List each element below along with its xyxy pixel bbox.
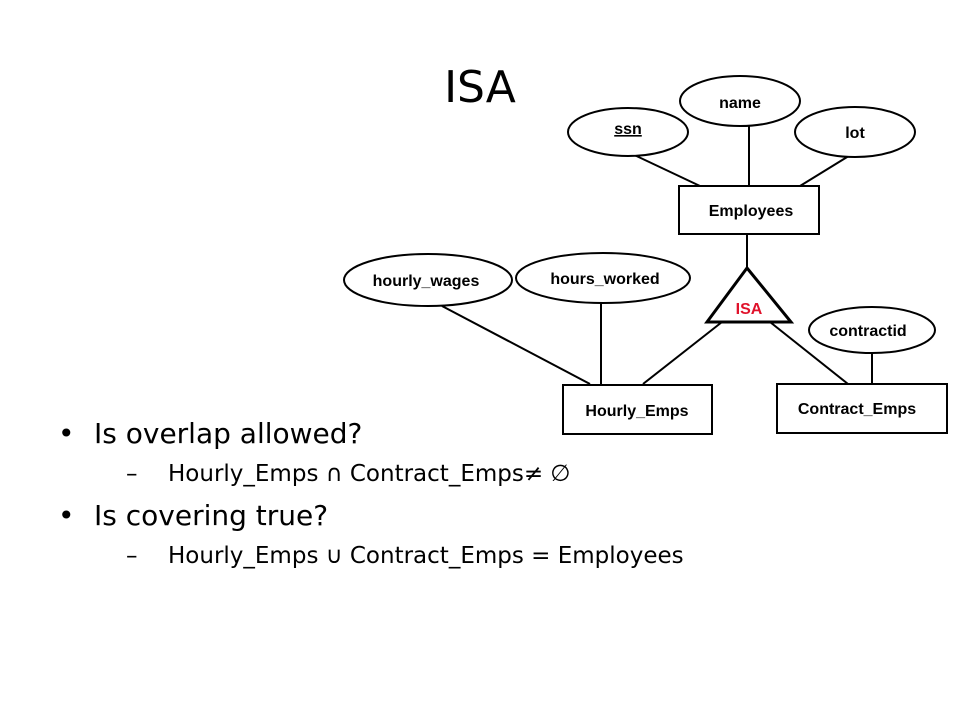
bullet-overlap: Is overlap allowed? (58, 412, 684, 456)
sub-bullet-covering-text: Hourly_Emps ∪ Contract_Emps = Employees (168, 543, 684, 569)
dash-glyph: – (126, 543, 138, 569)
attribute-name (679, 75, 801, 127)
attribute-hourly-wages (343, 253, 513, 307)
attribute-contractid (808, 306, 936, 354)
sub-bullet-overlap: – Hourly_Emps ∩ Contract_Emps≠ ∅ (58, 454, 684, 494)
edge-lot-employees (799, 153, 853, 187)
edge-wages-hourly (441, 305, 591, 385)
attribute-ssn-label: ssn (614, 121, 642, 138)
bullet-list: Is overlap allowed? – Hourly_Emps ∩ Cont… (58, 412, 684, 576)
entity-contract-emps-label: Contract_Emps (798, 401, 916, 418)
edge-isa-hourly (642, 321, 723, 385)
entity-employees (678, 185, 820, 235)
edge-ssn-employees (627, 151, 701, 187)
attribute-hours-worked (515, 252, 691, 304)
entity-employees-label: Employees (709, 203, 794, 220)
attribute-lot (794, 106, 916, 158)
edge-isa-contract (769, 321, 849, 385)
entity-contract-emps (776, 383, 948, 434)
slide-title: ISA (444, 62, 516, 113)
attribute-hours-worked-label: hours_worked (550, 271, 659, 288)
sub-bullet-overlap-text: Hourly_Emps ∩ Contract_Emps≠ ∅ (168, 461, 571, 487)
attribute-name-label: name (719, 95, 761, 112)
bullet-covering: Is covering true? (58, 494, 684, 538)
attribute-ssn (567, 107, 689, 157)
isa-triangle (704, 265, 795, 324)
isa-label: ISA (736, 301, 763, 318)
sub-bullet-covering: – Hourly_Emps ∪ Contract_Emps = Employee… (58, 536, 684, 576)
dash-glyph: – (126, 461, 138, 487)
attribute-contractid-label: contractid (829, 323, 906, 340)
attribute-hourly-wages-label: hourly_wages (373, 273, 480, 290)
attribute-lot-label: lot (845, 125, 865, 142)
